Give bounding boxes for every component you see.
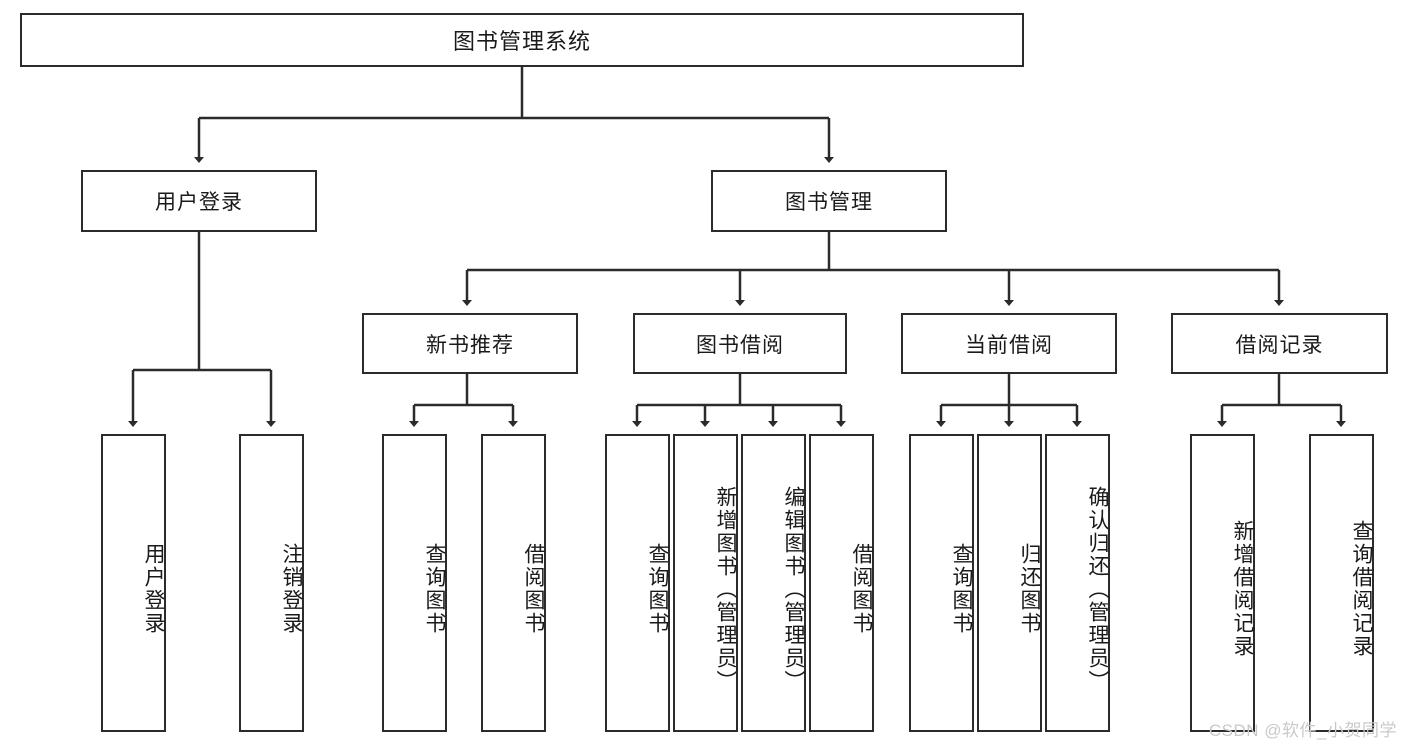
leaf-book-borrow-query[interactable]: 查询图书	[605, 434, 670, 732]
node-label: 借阅图书	[850, 543, 873, 635]
node-borrow-record[interactable]: 借阅记录	[1171, 313, 1388, 374]
leaf-new-book-borrow[interactable]: 借阅图书	[481, 434, 546, 732]
node-label: 新增借阅记录	[1231, 520, 1254, 658]
node-label: 图书管理系统	[452, 29, 591, 54]
leaf-current-borrow-confirm-return[interactable]: 确认归还（管理员）	[1045, 434, 1110, 732]
node-label: 用户登录	[142, 543, 165, 635]
leaf-book-borrow-edit[interactable]: 编辑图书（管理员）	[741, 434, 806, 732]
leaf-book-borrow-add[interactable]: 新增图书（管理员）	[673, 434, 738, 732]
node-current-borrow[interactable]: 当前借阅	[901, 313, 1117, 374]
node-label: 查询图书	[423, 543, 446, 635]
node-label: 新书推荐	[426, 333, 514, 357]
node-label: 借阅图书	[522, 543, 545, 635]
leaf-borrow-record-add[interactable]: 新增借阅记录	[1190, 434, 1255, 732]
node-label: 新增图书（管理员）	[714, 485, 737, 693]
node-label: 查询图书	[646, 543, 669, 635]
node-label: 编辑图书（管理员）	[782, 485, 805, 693]
leaf-user-login-login[interactable]: 用户登录	[101, 434, 166, 732]
node-book-borrow[interactable]: 图书借阅	[633, 313, 847, 374]
node-book-management[interactable]: 图书管理	[711, 170, 947, 232]
node-new-book-recommend[interactable]: 新书推荐	[362, 313, 578, 374]
leaf-user-login-logout[interactable]: 注销登录	[239, 434, 304, 732]
leaf-borrow-record-query[interactable]: 查询借阅记录	[1309, 434, 1374, 732]
node-label: 用户登录	[155, 191, 243, 214]
node-user-login[interactable]: 用户登录	[81, 170, 317, 232]
csdn-watermark: CSDN @软件_小贺同学	[1208, 721, 1397, 740]
node-label: 当前借阅	[965, 333, 1053, 357]
leaf-book-borrow-lend[interactable]: 借阅图书	[809, 434, 874, 732]
node-label: 注销登录	[280, 543, 303, 635]
node-label: 确认归还（管理员）	[1086, 485, 1109, 693]
leaf-new-book-query[interactable]: 查询图书	[382, 434, 447, 732]
leaf-current-borrow-return[interactable]: 归还图书	[977, 434, 1042, 732]
node-label: 查询借阅记录	[1350, 520, 1373, 658]
node-label: 归还图书	[1018, 543, 1041, 635]
leaf-current-borrow-query[interactable]: 查询图书	[909, 434, 974, 732]
node-label: 借阅记录	[1235, 333, 1324, 357]
node-label: 图书借阅	[696, 333, 784, 357]
node-label: 图书管理	[785, 191, 873, 214]
node-root-system[interactable]: 图书管理系统	[20, 13, 1024, 67]
node-label: 查询图书	[950, 543, 973, 635]
